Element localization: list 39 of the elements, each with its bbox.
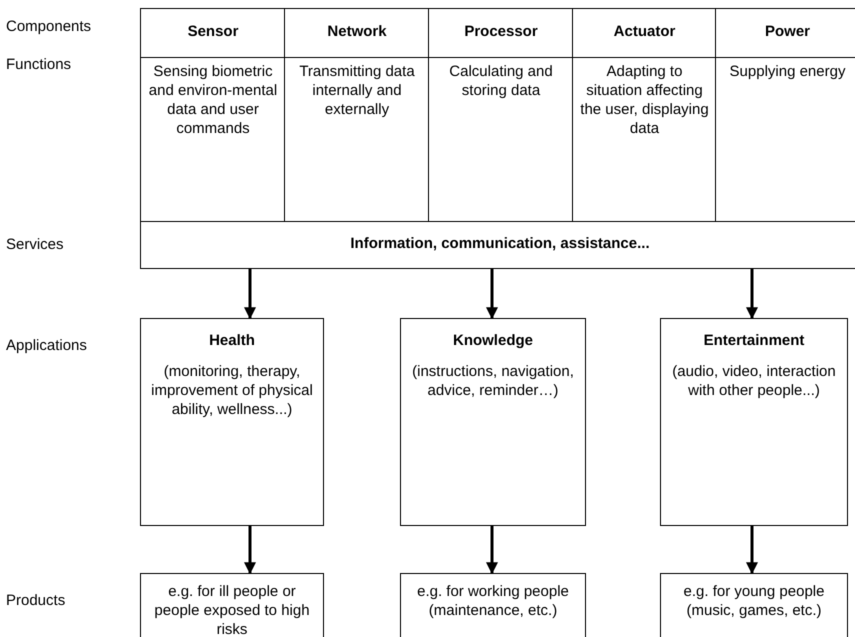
product-box xyxy=(140,573,324,637)
application-box xyxy=(660,318,848,526)
description: Supplying energy xyxy=(728,62,846,81)
heading: Health xyxy=(208,331,256,350)
component-cell xyxy=(140,8,286,223)
arrow xyxy=(244,526,256,574)
row-label: Products xyxy=(6,592,66,609)
row-label: Components xyxy=(6,18,92,35)
product-box xyxy=(400,573,586,637)
description: Adapting to situation affecting the user, displaying data xyxy=(579,62,710,138)
description: Calculating and storing data xyxy=(448,62,554,100)
arrow xyxy=(244,269,256,320)
component-cell xyxy=(572,8,717,223)
arrow xyxy=(486,269,498,320)
heading: Information, communication, assistance... xyxy=(349,234,651,254)
description: (monitoring, therapy, improvement of physical ability, wellness...) xyxy=(150,362,314,419)
heading: Knowledge xyxy=(452,331,534,350)
row-label: Services xyxy=(6,236,64,253)
description: Transmitting data internally and externally xyxy=(298,62,416,119)
description: (instructions, navigation, advice, reminder…) xyxy=(411,362,575,400)
description: e.g. for working people (maintenance, etc.) xyxy=(416,582,570,620)
component-cell xyxy=(284,8,430,223)
description: e.g. for ill people or people exposed to high risks xyxy=(153,582,311,637)
description: e.g. for young people (music, games, etc.) xyxy=(682,582,826,620)
description: (audio, video, interaction with other people...) xyxy=(671,362,837,400)
component-cell xyxy=(428,8,574,223)
heading: Entertainment xyxy=(702,331,806,350)
heading: Power xyxy=(716,9,855,58)
row-label: Functions xyxy=(6,56,72,73)
row-label: Applications xyxy=(6,337,87,354)
application-box xyxy=(400,318,586,526)
arrow xyxy=(746,526,758,574)
description: Sensing biometric and environ-mental data and user commands xyxy=(148,62,278,138)
product-box xyxy=(660,573,848,637)
arrow xyxy=(746,269,758,320)
application-box xyxy=(140,318,324,526)
arrow xyxy=(486,526,498,574)
component-cell xyxy=(715,8,855,223)
services-box xyxy=(140,221,855,269)
